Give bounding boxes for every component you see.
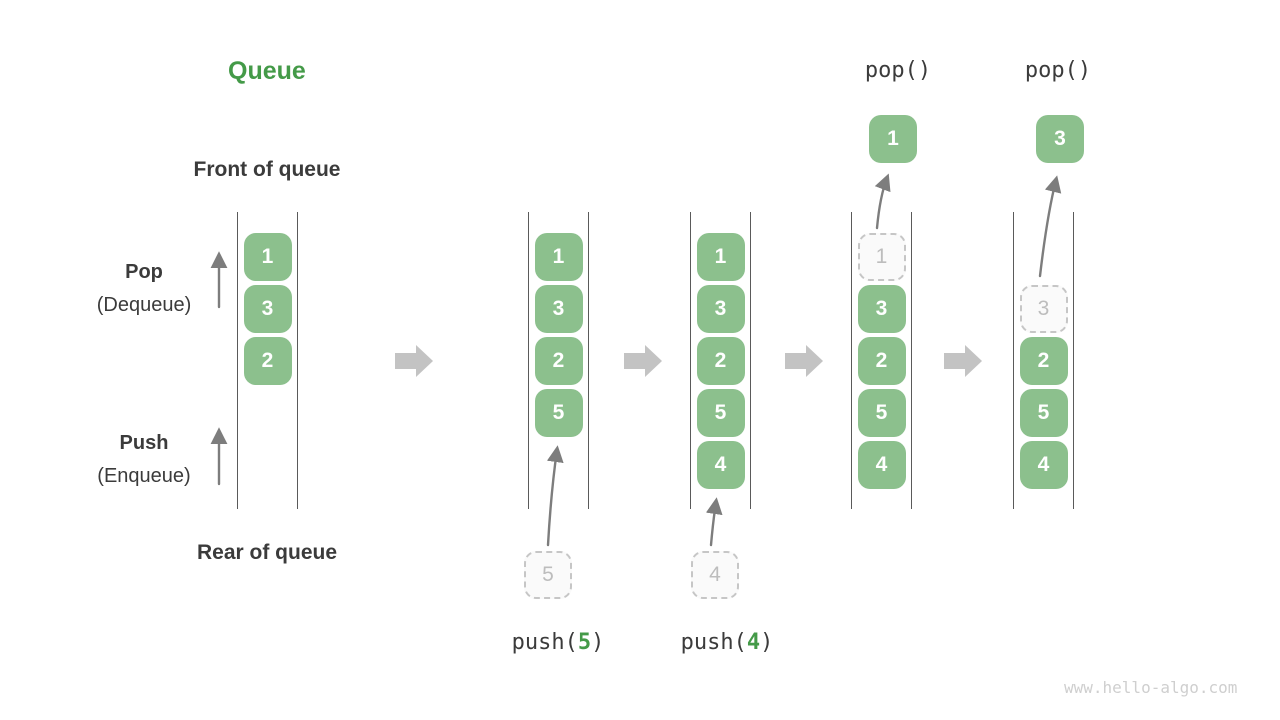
op-text: push( [511,630,578,655]
queue-cell: 2 [534,337,583,385]
queue-cell: 3 [696,285,745,333]
op-text: ) [591,630,605,655]
popped-cell: 1 [869,115,917,163]
op-arg: 4 [746,630,761,655]
step-arrow-icon [785,345,823,377]
queue-cell: 3 [243,285,292,333]
step-arrow-icon [395,345,433,377]
incoming-cell: 5 [524,551,572,599]
step-arrow-icon [944,345,982,377]
queue-cell: 1 [534,233,583,281]
pop-call-label: pop() [865,58,931,83]
queue-cell: 5 [534,389,583,437]
queue-cell: 3 [857,285,906,333]
push-operation-label: Push (Enqueue) [97,427,190,493]
queue-cell-ghost: 1 [857,233,906,281]
push-call-label: push(4) [681,630,774,655]
rear-of-queue-label: Rear of queue [196,541,338,564]
queue-cell: 5 [1019,389,1068,437]
queue-cell: 5 [696,389,745,437]
queue-track-5 [1013,212,1074,509]
diagram-title: Queue [228,57,306,85]
queue-track-1 [237,212,298,509]
op-text: pop() [1024,58,1092,83]
queue-cell: 1 [696,233,745,281]
pop-label: Pop [125,261,163,283]
popped-cell: 3 [1036,115,1084,163]
front-of-queue-label: Front of queue [193,158,341,181]
queue-track-2 [528,212,589,509]
incoming-cell: 4 [691,551,739,599]
queue-cell-ghost: 3 [1019,285,1068,333]
op-text: push( [680,630,747,655]
watermark: www.hello-algo.com [1064,678,1238,697]
queue-cell: 5 [857,389,906,437]
queue-cell: 4 [696,441,745,489]
queue-cell: 1 [243,233,292,281]
queue-track-4 [851,212,912,509]
pop-call-label: pop() [1025,58,1091,83]
op-arg: 5 [577,630,592,655]
queue-cell: 2 [696,337,745,385]
op-text: ) [760,630,774,655]
queue-cell: 4 [857,441,906,489]
queue-cell: 3 [534,285,583,333]
pop-operation-label: Pop (Dequeue) [97,256,192,322]
push-call-label: push(5) [512,630,605,655]
step-arrow-icon [624,345,662,377]
queue-cell: 2 [857,337,906,385]
push-label: Push [119,432,169,454]
enqueue-label: (Enqueue) [97,465,191,487]
queue-cell: 4 [1019,441,1068,489]
op-text: pop() [864,58,932,83]
queue-track-3 [690,212,751,509]
queue-cell: 2 [243,337,292,385]
queue-cell: 2 [1019,337,1068,385]
dequeue-label: (Dequeue) [96,294,192,316]
